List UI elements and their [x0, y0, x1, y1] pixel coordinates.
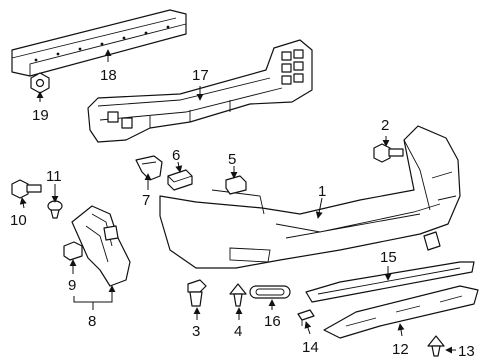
- callout-labels: 18 19 17 2 1 5 6 7 10 11 9 8 3 4 16 14 1…: [10, 67, 475, 360]
- callout-18: 18: [100, 67, 117, 84]
- leader-lines: [19, 49, 456, 354]
- step-pad-part: [323, 285, 479, 339]
- mud-guard-part: [71, 205, 131, 287]
- callout-2: 2: [381, 117, 389, 134]
- retainer-bracket-right-part: [225, 175, 247, 195]
- callout-6: 6: [172, 147, 180, 164]
- clip-14-part: [297, 309, 315, 326]
- callout-14: 14: [302, 339, 319, 356]
- callout-3: 3: [192, 323, 200, 340]
- callout-13: 13: [458, 343, 475, 360]
- push-clip-4-part: [229, 283, 247, 307]
- push-clip-3-part: [187, 279, 207, 307]
- leader-12: [397, 323, 405, 337]
- callout-8: 8: [88, 313, 96, 330]
- side-bracket-part: [135, 155, 163, 181]
- leader-6: [175, 161, 183, 173]
- callout-16: 16: [264, 313, 281, 330]
- callout-1: 1: [318, 183, 326, 200]
- callout-10: 10: [10, 212, 27, 229]
- callout-5: 5: [228, 151, 236, 168]
- bolt-left-part: [11, 179, 42, 199]
- callout-7: 7: [142, 192, 150, 209]
- leader-14: [304, 321, 312, 335]
- leader-8-bracket: [73, 294, 113, 303]
- callout-12: 12: [392, 341, 409, 358]
- callout-9: 9: [68, 277, 76, 294]
- callout-19: 19: [32, 107, 49, 124]
- impact-bar-holes: [34, 25, 170, 62]
- mud-guard-clip-part: [63, 241, 83, 261]
- bumper-cover-part: [159, 125, 461, 269]
- push-clip-13-part: [427, 335, 445, 357]
- impact-bar-part: [11, 9, 187, 77]
- leader-10: [19, 197, 27, 209]
- leader-1: [315, 197, 323, 219]
- nut-part: [30, 72, 50, 94]
- bolt-upper-part: [373, 143, 404, 163]
- callout-15: 15: [380, 249, 397, 266]
- callout-4: 4: [234, 323, 242, 340]
- callout-11: 11: [46, 168, 62, 185]
- callout-17: 17: [192, 67, 209, 84]
- absorber-pockets: [107, 49, 304, 129]
- upper-step-moulding-part: [305, 261, 475, 303]
- retainer-bracket-left-part: [167, 169, 193, 191]
- reflector-part: [249, 285, 291, 299]
- push-clip-left-part: [47, 200, 63, 219]
